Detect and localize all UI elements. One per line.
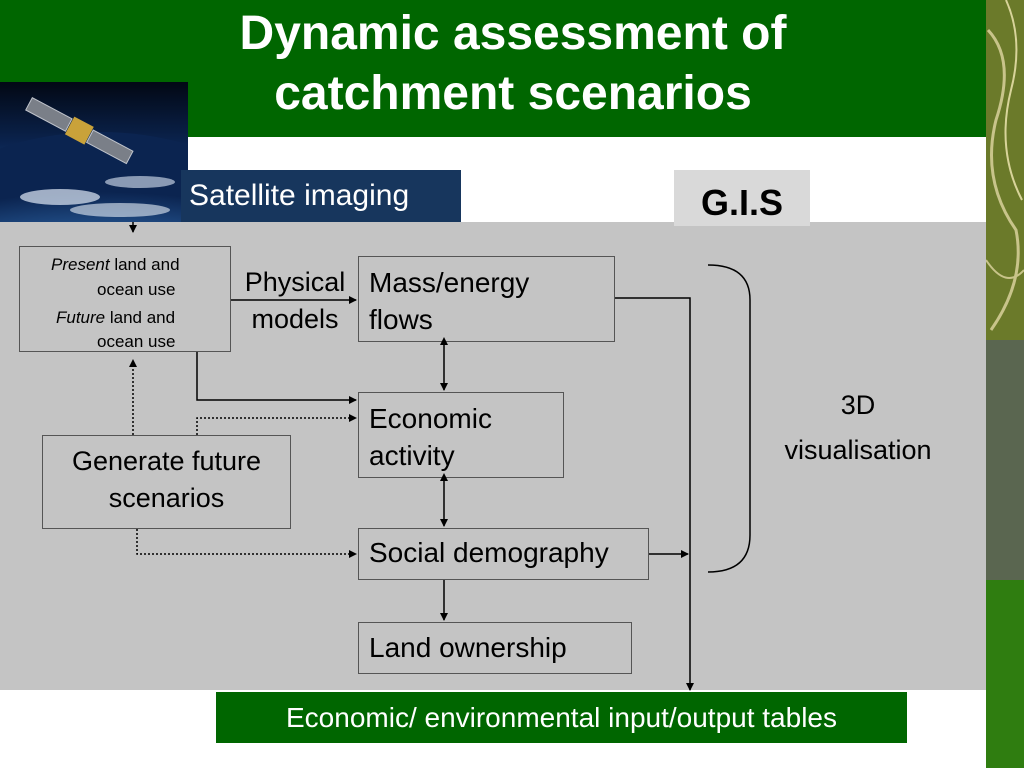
satellite-orbit-icon bbox=[0, 82, 188, 222]
future-ocean-use-line: ocean use bbox=[97, 332, 176, 351]
mass-energy-line-1: Mass/energy bbox=[369, 267, 530, 298]
decorative-pattern-icon bbox=[986, 0, 1024, 768]
io-tables-bar: Economic/ environmental input/output tab… bbox=[216, 692, 907, 743]
economic-activity-line-1: Economic bbox=[369, 403, 492, 434]
gis-label: G.I.S bbox=[674, 170, 810, 226]
slide-title-line-1: Dynamic assessment of bbox=[239, 7, 787, 60]
physical-models-line-1: Physical bbox=[244, 267, 346, 297]
satellite-photo bbox=[0, 82, 188, 222]
generate-line-1: Generate future bbox=[71, 446, 262, 476]
present-future-land-use-box: Present land and ocean use Future land a… bbox=[19, 246, 231, 352]
future-rest-text: land and bbox=[105, 308, 176, 327]
economic-activity-box: Economic activity bbox=[358, 392, 564, 478]
slide-title: Dynamic assessment of catchment scenario… bbox=[188, 4, 838, 124]
present-italic-text: Present bbox=[51, 255, 110, 274]
slide-title-line-2: catchment scenarios bbox=[274, 67, 752, 120]
generate-scenarios-box: Generate future scenarios bbox=[42, 435, 291, 529]
present-land-use-line: Present land and bbox=[51, 252, 180, 278]
visualisation-line-2: visualisation bbox=[784, 435, 932, 465]
future-italic-text: Future bbox=[56, 308, 106, 327]
3d-visualisation-label: 3D visualisation bbox=[760, 383, 956, 473]
physical-models-label: Physical models bbox=[233, 264, 357, 338]
present-rest-text: land and bbox=[109, 255, 180, 274]
decorative-strip bbox=[986, 0, 1024, 768]
physical-models-line-2: models bbox=[251, 304, 339, 334]
mass-energy-line-2: flows bbox=[369, 304, 433, 335]
economic-activity-line-2: activity bbox=[369, 440, 455, 471]
social-demography-box: Social demography bbox=[358, 528, 649, 580]
visualisation-line-1: 3D bbox=[840, 390, 876, 420]
present-ocean-use-line: ocean use bbox=[97, 280, 176, 299]
future-land-use-line: Future land and bbox=[56, 305, 175, 331]
land-ownership-box: Land ownership bbox=[358, 622, 632, 674]
satellite-imaging-label: Satellite imaging bbox=[181, 170, 461, 222]
generate-line-2: scenarios bbox=[108, 483, 225, 513]
mass-energy-flows-box: Mass/energy flows bbox=[358, 256, 615, 342]
